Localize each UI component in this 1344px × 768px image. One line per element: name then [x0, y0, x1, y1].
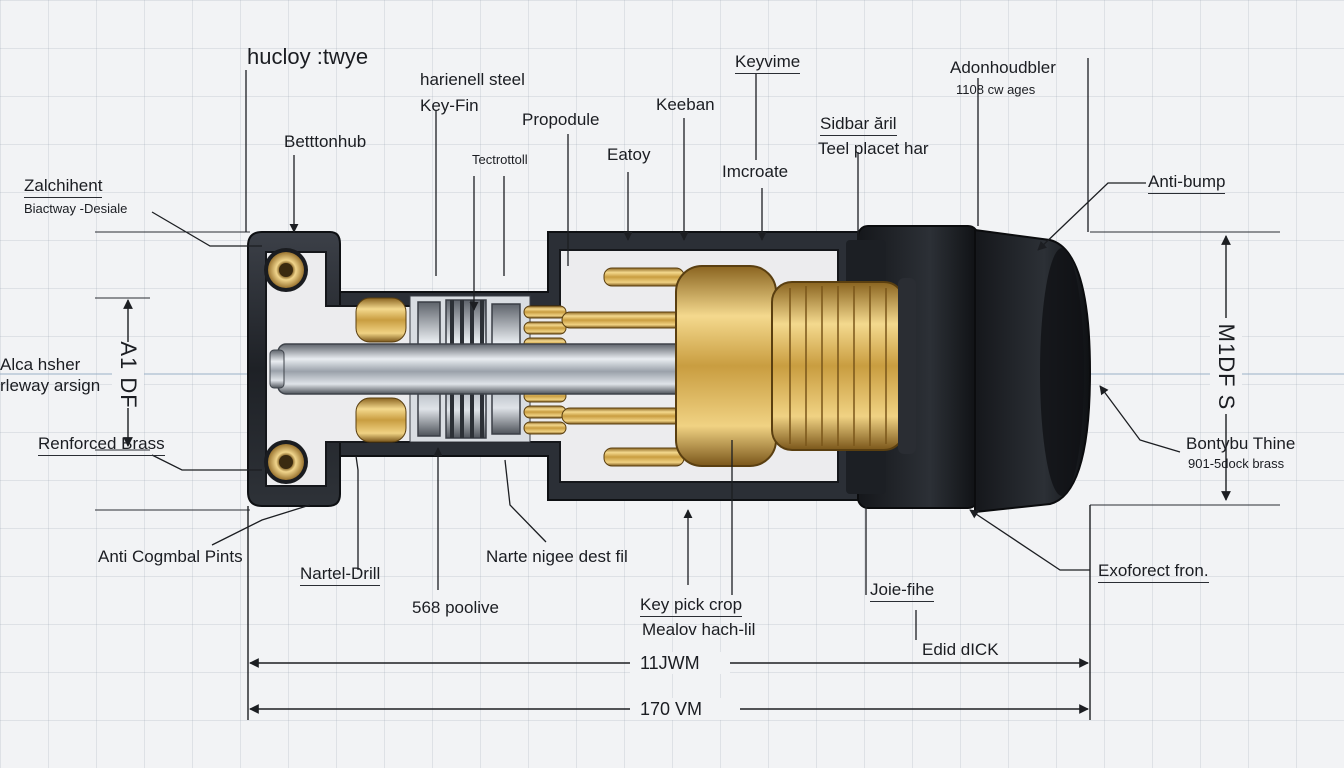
label-edid-dick: Edid dICK	[922, 640, 999, 659]
leader-lines	[151, 58, 1181, 640]
mounting-bolts	[264, 248, 308, 484]
label-reinforced-brass: Renforced Brass	[38, 434, 165, 456]
label-mealov-hach: Mealov hach-lil	[642, 620, 756, 639]
label-poolive: 568 poolive	[412, 598, 499, 617]
reference-lines	[0, 231, 1344, 511]
label-sidbar-arill: Sidbar ăril	[820, 114, 897, 136]
dimension-overall-length: 170 VM	[640, 699, 703, 719]
label-key-pick-crop: Key pick crop	[640, 595, 743, 617]
label-teel-placet-har: Teel placet har	[818, 139, 929, 158]
steel-shaft	[277, 343, 699, 395]
label-keeban: Keeban	[656, 95, 715, 114]
label-anti-cogmbal: Anti Cogmbal Pints	[98, 547, 243, 566]
internal-mechanism	[269, 265, 916, 467]
dimension-inner-length: 11JWM	[640, 653, 700, 673]
label-zalchihent: Zalchihent	[24, 176, 103, 198]
label-adonhoudbler: Adonhoudbler	[950, 58, 1056, 77]
label-harienell-steel: harienell steel	[420, 70, 525, 89]
label-exofored-fron: Exoforect fron.	[1098, 561, 1209, 583]
label-key-fin: Key-Fin	[420, 96, 479, 115]
label-bontybu-sub: 901-5dock brass	[1188, 456, 1285, 471]
label-keyvime: Keyvime	[735, 52, 801, 74]
dimension-left-height: A1 DF	[116, 341, 141, 409]
label-betttonhub: Betttonhub	[284, 132, 367, 151]
label-narte-nigee: Narte nigee dest fil	[486, 547, 628, 566]
brass-cylinder	[675, 265, 777, 467]
label-zalchihent-sub: Biactway -Desiale	[24, 201, 128, 216]
label-propodule: Propodule	[522, 110, 600, 129]
label-rleway-arsign: rleway arsign	[0, 376, 101, 395]
dimension-right-height: M1DF S	[1214, 323, 1239, 411]
label-nartel-drill: Nartel-Drill	[300, 564, 381, 586]
label-joie-fihe: Joie-fihe	[870, 580, 935, 602]
label-anti-bump: Anti-bump	[1148, 172, 1226, 194]
label-bontybu-thine: Bontybu Thine	[1186, 434, 1296, 453]
label-adonhoudbler-sub: 1108 cw ages	[956, 82, 1036, 97]
label-imcroate: Imcroate	[722, 162, 789, 181]
label-tectrottoll: Tectrottoll	[472, 152, 528, 167]
diagram-title: hucloy :twye	[247, 44, 369, 69]
label-alca-hsher: Alca hsher	[0, 355, 81, 374]
label-eatoy: Eatoy	[607, 145, 651, 164]
